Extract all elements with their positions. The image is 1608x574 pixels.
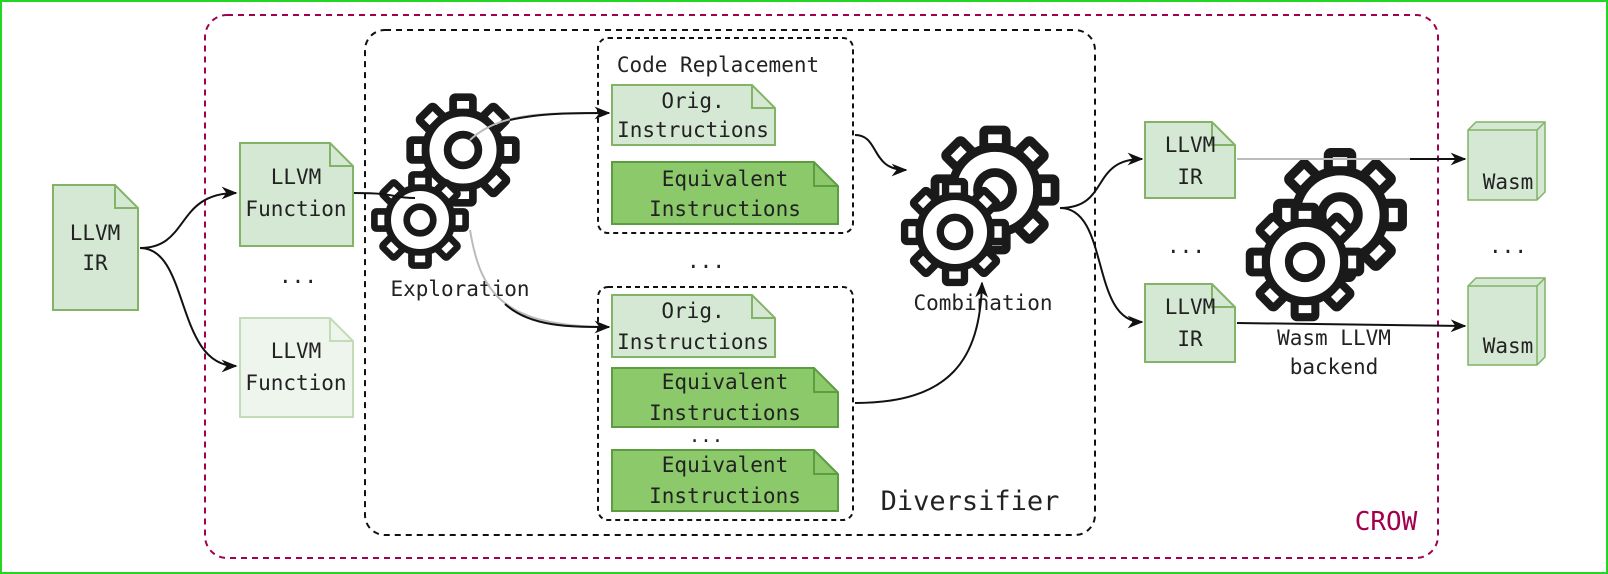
- arrow-combination-to-output1: [1059, 152, 1144, 209]
- wasm2-label: Wasm: [1483, 334, 1534, 358]
- wasm1-label: Wasm: [1483, 170, 1534, 194]
- equiv1-line2: Instructions: [649, 197, 801, 221]
- arrow-output2-to-wasm2: [1236, 319, 1467, 333]
- orig1-line2: Instructions: [617, 118, 769, 142]
- replacement-ellipsis: ...: [687, 249, 725, 273]
- arrow-exploration-to-orig1: [509, 106, 611, 121]
- orig-instructions-document-2: Orig. Instructions: [611, 294, 776, 358]
- function2-line1: LLVM: [271, 339, 322, 363]
- llvm-function-document-2: LLVM Function: [239, 317, 354, 418]
- code-replacement-title: Code Replacement: [617, 53, 819, 77]
- exploration-label: Exploration: [390, 277, 529, 301]
- wasm-cube-2: Wasm: [1467, 277, 1546, 366]
- crow-container: [204, 14, 1439, 559]
- llvm-function-document-1: LLVM Function: [239, 142, 354, 247]
- equivalent-instructions-document-1: Equivalent Instructions: [611, 161, 839, 225]
- arrow-exploration-to-orig2: [504, 303, 611, 334]
- equiv1-line1: Equivalent: [662, 167, 788, 191]
- equivalent-instructions-document-3: Equivalent Instructions: [611, 449, 839, 512]
- arrow-combination-to-output2: [1059, 207, 1144, 329]
- function1-line2: Function: [245, 197, 346, 221]
- connector-arrows: [139, 106, 1467, 404]
- orig2-line1: Orig.: [661, 299, 724, 323]
- exploration-gear-icon: [374, 97, 515, 265]
- arrow-ir-to-function2: [139, 247, 238, 373]
- outputs-ellipsis: ...: [1167, 234, 1205, 258]
- arrow-replacement1-to-combination: [854, 134, 908, 177]
- code-replacement-box-2: [597, 286, 854, 521]
- output1-line1: LLVM: [1165, 133, 1216, 157]
- output-llvm-ir-document-2: LLVM IR: [1144, 283, 1236, 363]
- diversifier-label: Diversifier: [881, 486, 1060, 517]
- equivalent-instructions-document-2: Equivalent Instructions: [611, 367, 839, 428]
- wasm-cube-1: Wasm: [1467, 121, 1546, 201]
- arrow-function-to-exploration: [353, 192, 416, 199]
- equiv3-line1: Equivalent: [662, 453, 788, 477]
- function1-line1: LLVM: [271, 165, 322, 189]
- equiv2-line1: Equivalent: [662, 370, 788, 394]
- backend-label-line2: backend: [1290, 355, 1379, 379]
- functions-ellipsis: ...: [279, 264, 317, 288]
- wasm-ellipsis: ...: [1489, 234, 1527, 258]
- output-llvm-ir-document-1: LLVM IR: [1144, 121, 1236, 199]
- output2-line1: LLVM: [1165, 295, 1216, 319]
- crow-label: CROW: [1355, 507, 1418, 537]
- orig1-line1: Orig.: [661, 89, 724, 113]
- function2-line2: Function: [245, 371, 346, 395]
- backend-label-line1: Wasm LLVM: [1277, 326, 1391, 350]
- input-line2: IR: [82, 251, 108, 275]
- diversifier-container: [364, 29, 1096, 536]
- output2-line2: IR: [1177, 327, 1203, 351]
- equiv2-line2: Instructions: [649, 401, 801, 425]
- input-line1: LLVM: [70, 221, 121, 245]
- output1-line2: IR: [1177, 165, 1203, 189]
- orig-instructions-document-1: Orig. Instructions: [611, 84, 776, 146]
- replacement-inner-ellipsis: ...: [689, 425, 723, 447]
- combination-gear-icon: [905, 130, 1055, 282]
- arrow-ir-to-function1: [139, 186, 238, 249]
- combination-label: Combination: [913, 291, 1052, 315]
- orig2-line2: Instructions: [617, 330, 769, 354]
- code-replacement-box-1: [597, 37, 854, 234]
- equiv3-line2: Instructions: [649, 484, 801, 508]
- arrow-replacement2-to-combination: [854, 281, 989, 404]
- input-llvm-ir-document: LLVM IR: [52, 184, 139, 311]
- backend-gear-icon: [1250, 153, 1403, 318]
